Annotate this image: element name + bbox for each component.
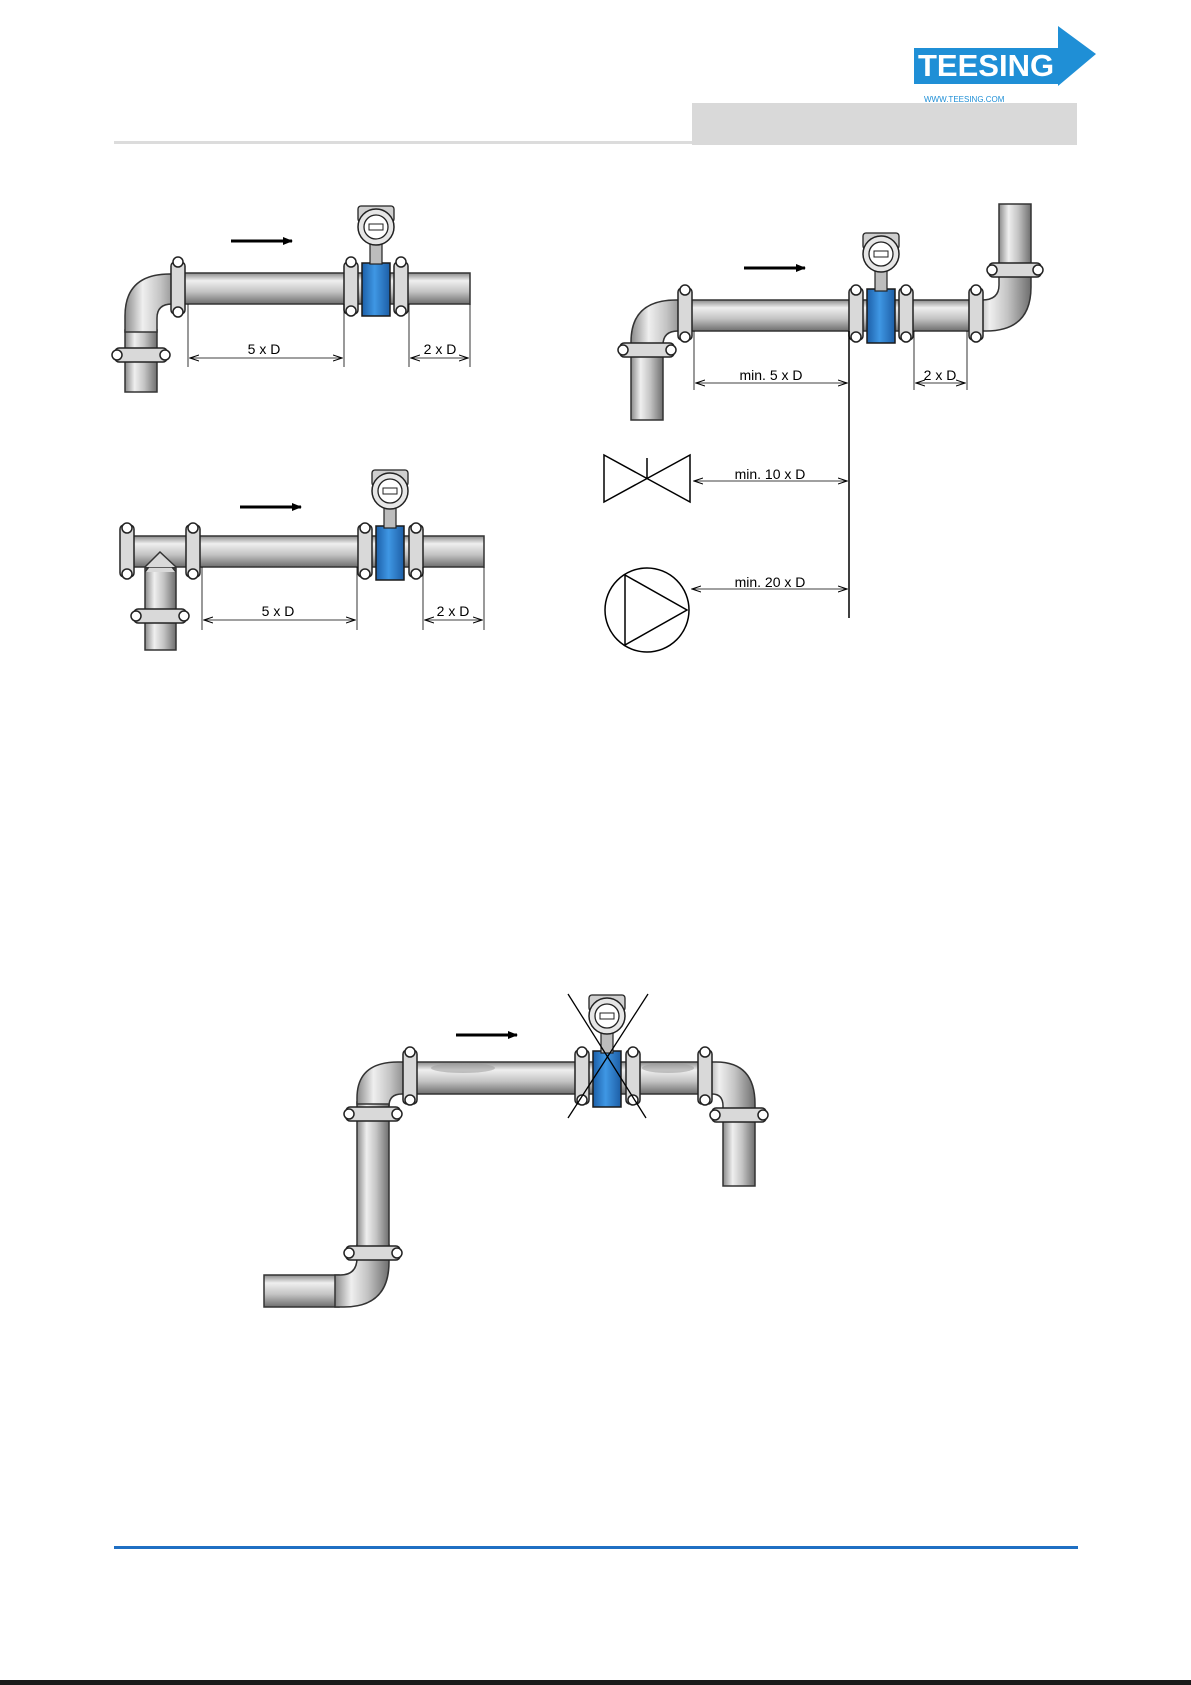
flowmeter-body	[376, 526, 404, 580]
clamp-icon	[849, 285, 863, 342]
dimension-label: 2 x D	[924, 367, 957, 383]
transmitter-icon	[372, 470, 408, 528]
dimension-label: 5 x D	[262, 603, 295, 619]
air-pocket	[431, 1063, 495, 1073]
dimension-label: 2 x D	[437, 603, 470, 619]
clamp-icon	[358, 523, 372, 579]
dimension-label: 5 x D	[248, 341, 281, 357]
clamp-icon	[171, 257, 185, 317]
clamp-icon	[899, 285, 913, 342]
clamp-icon	[698, 1047, 712, 1105]
clamp-icon	[987, 263, 1043, 277]
pipe-segment	[686, 300, 976, 331]
dimension-label: min. 5 x D	[739, 367, 802, 383]
diagram-1-elbow-inlet: 5 x D 2 x D	[112, 206, 470, 392]
pipe-segment	[264, 1275, 339, 1307]
clamp-icon	[344, 257, 358, 316]
pipe-segment	[124, 536, 484, 567]
clamp-icon	[394, 257, 408, 316]
transmitter-icon	[589, 995, 625, 1053]
clamp-icon	[403, 1047, 417, 1105]
diagram-4-high-point-incorrect	[264, 994, 768, 1307]
clamp-icon	[186, 523, 200, 579]
clamp-icon	[131, 609, 189, 623]
dimension-label: min. 10 x D	[735, 466, 806, 482]
dimension-label: min. 20 x D	[735, 574, 806, 590]
flowmeter-body	[867, 289, 895, 343]
page-bottom-edge	[0, 1680, 1191, 1685]
pipe-segment	[357, 1102, 389, 1248]
clamp-icon	[710, 1108, 768, 1122]
footer-rule	[114, 1546, 1078, 1549]
clamp-icon	[120, 523, 134, 579]
diagram-3-distances: min. 5 x D 2 x D min. 10 x D min. 20 x D	[604, 204, 1043, 652]
transmitter-icon	[358, 206, 394, 264]
flowmeter-body	[593, 1051, 621, 1107]
diagram-2-tee-inlet: 5 x D 2 x D	[120, 470, 484, 650]
pipe-segment	[178, 273, 470, 304]
transmitter-icon	[863, 233, 899, 291]
air-pocket	[642, 1063, 694, 1073]
pipe-segment	[631, 352, 663, 420]
clamp-icon	[344, 1107, 402, 1121]
clamp-icon	[969, 285, 983, 342]
valve-icon	[604, 455, 690, 502]
flowmeter-body	[362, 263, 390, 316]
dimension-label: 2 x D	[424, 341, 457, 357]
clamp-icon	[678, 285, 692, 342]
clamp-icon	[344, 1246, 402, 1260]
clamp-icon	[409, 523, 423, 579]
pipe-segment	[723, 1114, 755, 1186]
clamp-icon	[618, 343, 676, 357]
clamp-icon	[112, 348, 170, 362]
pump-icon	[605, 568, 689, 652]
